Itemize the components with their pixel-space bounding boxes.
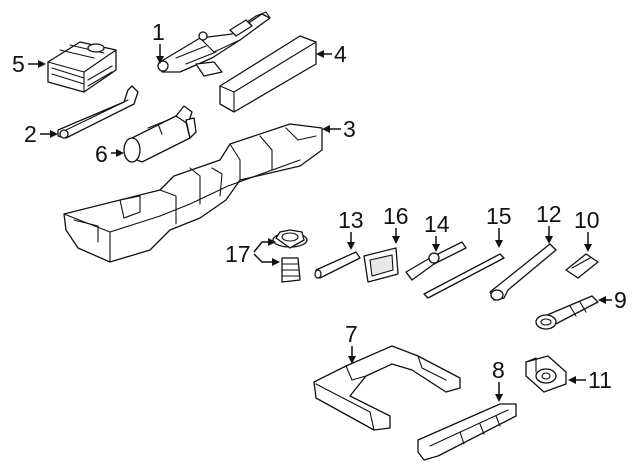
callout-9-label: 9 bbox=[614, 287, 627, 313]
callout-8: 8 bbox=[492, 357, 505, 402]
callout-11-label: 11 bbox=[588, 367, 612, 393]
callout-14-label: 14 bbox=[424, 211, 450, 237]
part-7-u-spacer bbox=[313, 345, 461, 431]
callout-12: 12 bbox=[536, 201, 562, 244]
callout-13: 13 bbox=[338, 207, 364, 250]
part-5-compressor-box bbox=[47, 41, 117, 93]
part-11-lock-adapter bbox=[525, 355, 567, 393]
callout-10-label: 10 bbox=[574, 207, 600, 233]
callout-3: 3 bbox=[322, 116, 356, 142]
part-17-plug-and-bumper bbox=[272, 229, 308, 283]
part-3-storage-tray bbox=[63, 123, 323, 263]
callout-16-label: 16 bbox=[383, 203, 409, 229]
part-12-lug-wrench bbox=[489, 243, 557, 301]
callout-2: 2 bbox=[24, 121, 58, 147]
callout-1-label: 1 bbox=[152, 19, 165, 45]
callout-17-label: 17 bbox=[225, 241, 251, 267]
callout-6: 6 bbox=[95, 141, 124, 167]
part-1-jack bbox=[157, 11, 271, 77]
callout-15-label: 15 bbox=[486, 203, 512, 229]
callout-6-label: 6 bbox=[95, 141, 108, 167]
part-16-label-card bbox=[363, 247, 399, 283]
part-9-tow-hook bbox=[535, 295, 599, 330]
part-4-foam-block bbox=[219, 35, 317, 113]
callout-16: 16 bbox=[383, 203, 409, 244]
callout-8-label: 8 bbox=[492, 357, 505, 383]
part-2-jack-handle bbox=[57, 85, 139, 139]
part-15-long-rod bbox=[423, 253, 505, 299]
callout-12-label: 12 bbox=[536, 201, 562, 227]
callout-10: 10 bbox=[574, 207, 600, 252]
callout-3-label: 3 bbox=[343, 116, 356, 142]
callout-15: 15 bbox=[486, 203, 512, 248]
part-10-clip bbox=[565, 253, 599, 279]
callout-17: 17 bbox=[225, 238, 280, 267]
callout-5-label: 5 bbox=[12, 51, 25, 77]
callout-1: 1 bbox=[152, 19, 165, 64]
callout-9: 9 bbox=[598, 287, 627, 313]
part-8-bracket-strip bbox=[417, 403, 517, 461]
callout-4: 4 bbox=[316, 41, 347, 67]
callout-13-label: 13 bbox=[338, 207, 364, 233]
callout-2-label: 2 bbox=[24, 121, 37, 147]
callout-5: 5 bbox=[12, 51, 46, 77]
part-13-small-rod bbox=[314, 251, 361, 279]
callout-7-label: 7 bbox=[345, 321, 358, 347]
callouts: 1 2 3 4 5 6 7 bbox=[12, 19, 627, 402]
callout-14: 14 bbox=[424, 211, 450, 252]
part-6-canister bbox=[123, 105, 197, 163]
callout-11: 11 bbox=[568, 367, 612, 393]
part-14-bolt-tool bbox=[405, 241, 467, 281]
callout-7: 7 bbox=[345, 321, 358, 364]
callout-4-label: 4 bbox=[334, 41, 347, 67]
